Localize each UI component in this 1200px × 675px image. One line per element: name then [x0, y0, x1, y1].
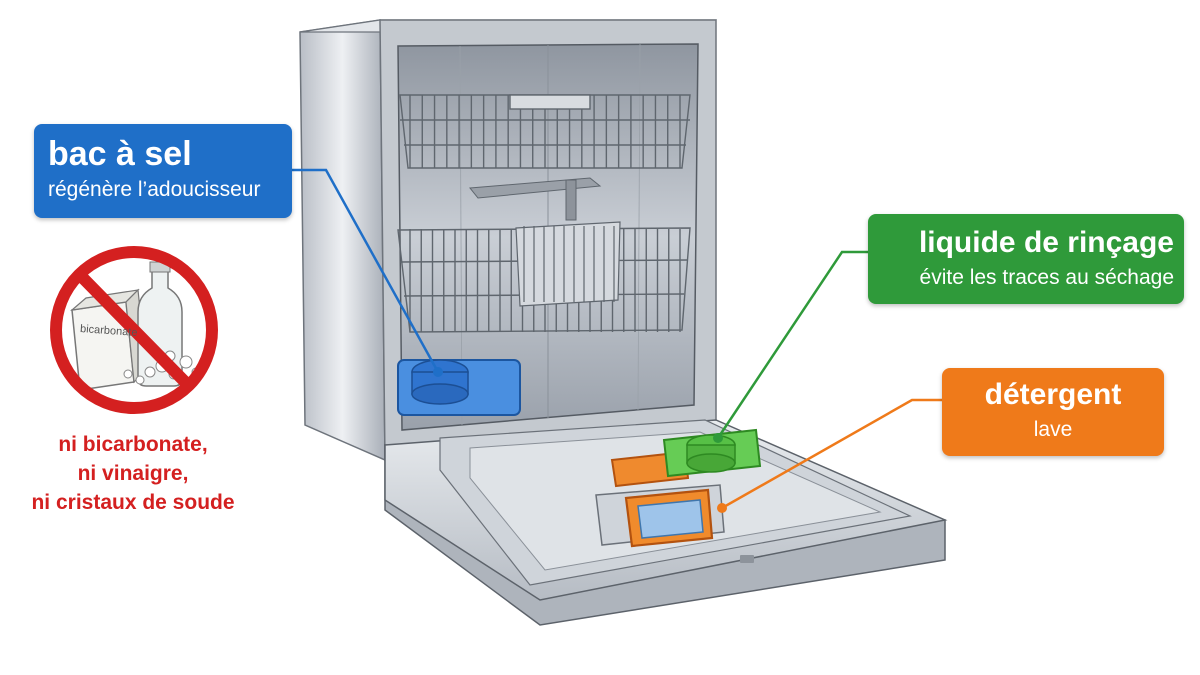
warning-text: ni bicarbonate, ni vinaigre, ni cristaux… — [18, 430, 248, 517]
spray-arm — [469, 177, 602, 221]
salt-reservoir-cap — [397, 359, 521, 416]
warning-line: ni bicarbonate, — [58, 433, 208, 456]
detergent-leader-dot — [717, 503, 727, 513]
upper-rack — [399, 94, 691, 169]
detergent-callout: détergent lave — [942, 368, 1164, 456]
rinse-aid-cap — [662, 428, 762, 478]
rinse-aid-callout: liquide de rinçage évite les traces au s… — [868, 214, 1184, 304]
detergent-callout-subtitle: lave — [1033, 418, 1073, 441]
rinse-callout-title: liquide de rinçage — [918, 226, 1174, 259]
warning-line: ni cristaux de soude — [31, 491, 235, 514]
detergent-leader-line — [721, 398, 942, 510]
salt-leader-line — [292, 168, 440, 373]
prohibition-icon — [50, 246, 218, 414]
salt-leader-dot — [433, 367, 443, 377]
salt-reservoir-callout: bac à sel régénère l’adoucisseur — [34, 124, 292, 218]
detergent-callout-title: détergent — [984, 378, 1122, 411]
warning-line: ni vinaigre, — [77, 462, 189, 485]
detergent-dispenser — [595, 450, 725, 548]
salt-callout-title: bac à sel — [48, 135, 192, 173]
rinse-leader-dot — [713, 433, 723, 443]
rinse-leader-line — [716, 250, 868, 439]
cutlery-basket — [515, 221, 621, 307]
salt-callout-subtitle: régénère l’adoucisseur — [48, 178, 261, 202]
bicarbonate-box-icon — [70, 288, 147, 391]
rinse-callout-subtitle: évite les traces au séchage — [919, 266, 1174, 289]
